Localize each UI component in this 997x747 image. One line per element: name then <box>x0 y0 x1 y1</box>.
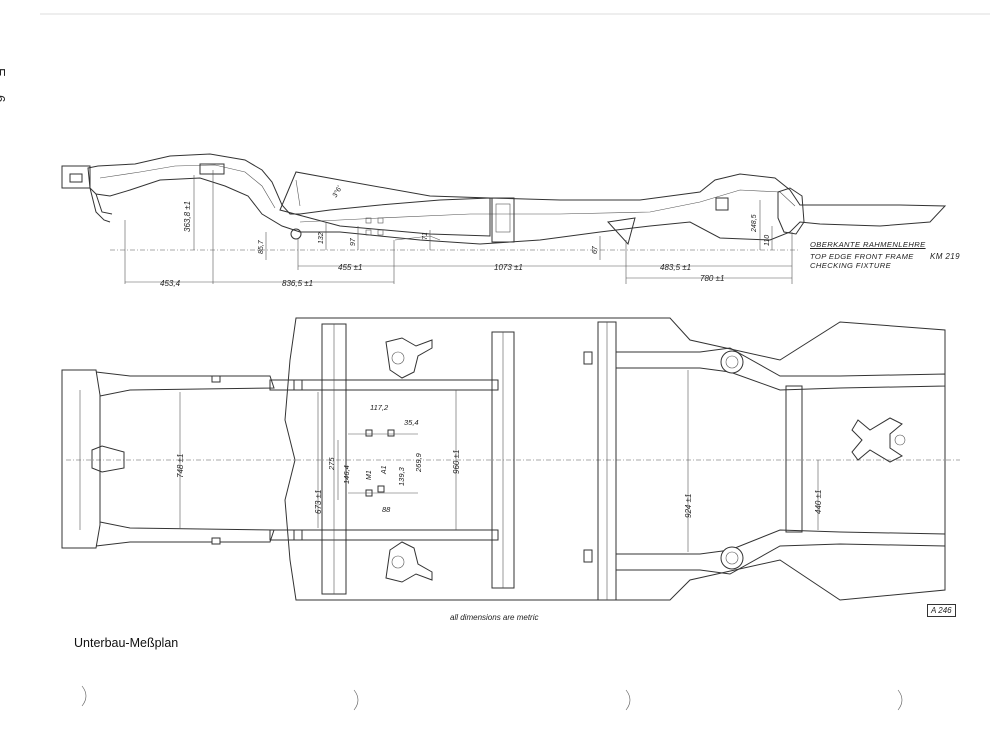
dim-673: 673 ±1 <box>314 490 323 514</box>
dim-v132: 132 <box>318 232 325 244</box>
dim-269: 269,9 <box>414 452 423 473</box>
dim-v71: 71 <box>422 232 429 240</box>
plan-front-rail-bottom <box>95 521 275 547</box>
plan-stud-4 <box>293 529 303 541</box>
punch-mark-4 <box>897 689 903 711</box>
plan-bracket-top-hole <box>391 351 405 365</box>
dim-v85: 85,7 <box>258 239 265 254</box>
footnote-metric: all dimensions are metric <box>450 613 539 622</box>
side-front-hanger-2 <box>95 193 113 215</box>
note-top-edge-de: OBERKANTE RAHMENLEHRE <box>810 240 926 249</box>
side-rear-bracket <box>606 217 636 246</box>
dim-960: 960 ±1 <box>452 450 461 474</box>
dim-v110: 110 <box>764 235 771 246</box>
plan-rear-arm-bottom <box>616 529 946 575</box>
side-tunnel-edge <box>295 179 301 207</box>
side-inner-line-2 <box>299 189 796 223</box>
plan-rear-mount-bottom-inner <box>725 551 739 565</box>
side-frame-outline <box>87 153 947 245</box>
plan-point-a1 <box>377 485 385 493</box>
side-hole-1 <box>365 217 372 224</box>
side-transmission-mount <box>491 197 515 243</box>
plan-side-rail-bottom <box>269 529 499 541</box>
dim-v248: 248,5 <box>751 214 758 233</box>
plan-stud-5 <box>583 351 593 365</box>
plan-side-rail-top <box>269 379 499 391</box>
dim-275: 275 <box>327 457 336 471</box>
side-front-bumper-inner <box>69 173 83 183</box>
side-hole-3 <box>365 229 372 236</box>
dim-v363: 363,8 ±1 <box>183 201 192 232</box>
side-inner-line-1 <box>99 164 276 209</box>
side-hole-4 <box>377 229 384 236</box>
plan-steering-bracket <box>91 445 125 473</box>
plan-bracket-top <box>385 337 433 379</box>
dim-483: 483,5 ±1 <box>660 263 691 272</box>
side-rear-mount <box>715 197 729 211</box>
dim-780: 780 ±1 <box>700 274 724 283</box>
plan-rear-arm-top <box>616 347 946 391</box>
side-front-hanger <box>89 187 111 223</box>
dim-453: 453,4 <box>160 279 181 288</box>
dim-836: 836,5 ±1 <box>282 279 313 288</box>
label-m1: M1 <box>366 470 373 480</box>
punch-mark-1 <box>81 685 87 707</box>
plan-rear-mount-top <box>720 350 744 374</box>
note-checking-fixture: CHECKING FIXTURE <box>810 261 892 270</box>
dim-924: 924 ±1 <box>684 494 693 518</box>
note-top-edge-en: TOP EDGE FRONT FRAME <box>810 252 914 261</box>
dim-117: 117,2 <box>370 403 389 412</box>
plan-front-rail-top <box>95 371 275 397</box>
plan-rear-mount-top-inner <box>725 355 739 369</box>
plan-rear-t-bracket <box>851 417 903 463</box>
dim-139: 139,3 <box>397 466 406 486</box>
dim-v97: 97 <box>350 237 357 246</box>
side-transmission-mount-inner <box>495 203 511 233</box>
dim-146: 146,4 <box>342 465 351 484</box>
dim-angle: 3°6' <box>331 184 344 199</box>
page-caption: Unterbau-Meßplan <box>74 636 179 650</box>
side-hole-2 <box>377 217 384 224</box>
side-rear-suspension <box>777 187 805 235</box>
plan-rear-mount-bottom <box>720 546 744 570</box>
side-pivot-circle <box>290 228 302 240</box>
label-a1: A1 <box>381 465 388 475</box>
dim-v67: 67 <box>592 245 599 254</box>
punch-mark-3 <box>625 689 631 711</box>
side-view: 453,4 836,5 ±1 455 ±1 1073 ±1 483,5 ±1 7… <box>61 153 947 288</box>
plan-point-2 <box>387 429 395 437</box>
plan-view: 748 ±1 673 ±1 960 ±1 924 ±1 440 ±1 117,2… <box>61 317 960 601</box>
dim-35: 35,4 <box>404 418 419 427</box>
dim-1073: 1073 ±1 <box>494 263 523 272</box>
plan-stud-1 <box>211 375 221 383</box>
plan-stud-3 <box>293 379 303 391</box>
plan-stud-6 <box>583 549 593 563</box>
plan-bracket-bottom-hole <box>391 555 405 569</box>
dim-748: 748 ±1 <box>176 454 185 478</box>
plan-point-1 <box>365 429 373 437</box>
dim-440: 440 ±1 <box>814 490 823 514</box>
plan-bracket-bottom <box>385 541 433 583</box>
plan-rear-crossmember <box>785 385 803 533</box>
plan-front-bumper <box>61 369 101 549</box>
plan-stud-2 <box>211 537 221 545</box>
dim-88: 88 <box>382 505 391 514</box>
note-fixture-number: KM 219 <box>930 252 960 261</box>
plan-rear-t-hole <box>894 434 906 446</box>
plan-floorpan-outline <box>284 317 946 601</box>
side-front-crossmember <box>199 163 225 175</box>
side-tunnel <box>279 171 491 237</box>
drawing-reference: A 246 <box>927 604 956 617</box>
plan-point-guides <box>337 433 418 500</box>
side-front-bumper <box>61 165 91 189</box>
punch-mark-2 <box>353 689 359 711</box>
dim-455: 455 ±1 <box>338 263 362 272</box>
